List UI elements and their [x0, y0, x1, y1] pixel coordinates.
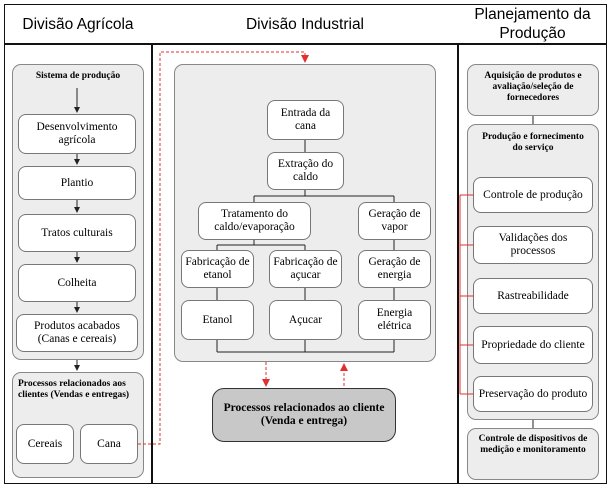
controle-dispositivos [467, 428, 599, 480]
header-planejamento: Planejamento da Produção [474, 6, 591, 42]
tratamento-caldo: Tratamento do caldo/evaporação [198, 202, 311, 240]
header-divisao-industrial: Divisão Industrial [245, 15, 365, 33]
header-divisao-agricola: Divisão Agrícola [22, 15, 134, 33]
geracao-energia: Geração de energia [358, 250, 431, 288]
processos-cliente-industrial: Processos relacionados ao cliente (Venda… [212, 388, 396, 442]
step-colheita: Colheita [18, 264, 136, 302]
step-desenvolvimento: Desenvolvimento agrícola [18, 114, 136, 154]
sistema-producao-title: Sistema de produção [35, 71, 121, 81]
controle-dispositivos-text: Controle de dispositivos de medição e mo… [478, 434, 588, 455]
column-planejamento [458, 44, 607, 484]
clientes-agricola-title: Processos relacionados aos clientes (Ven… [18, 379, 130, 400]
geracao-vapor: Geração de vapor [358, 202, 431, 240]
step-tratos-culturais: Tratos culturais [18, 214, 136, 252]
controle-producao: Controle de produção [473, 177, 593, 213]
fabricacao-acucar: Fabricação de açucar [269, 250, 342, 288]
cereais-box: Cereais [16, 424, 74, 464]
entrada-cana: Entrada da cana [267, 100, 344, 140]
preservacao-produto: Preservação do produto [473, 376, 593, 412]
etanol-box: Etanol [181, 300, 254, 340]
step-produtos-acabados: Produtos acabados (Canas e cereais) [16, 314, 138, 352]
step-plantio: Plantio [18, 166, 136, 200]
energia-eletrica-box: Energia elétrica [358, 300, 431, 340]
aquisicao-produtos [467, 64, 599, 116]
aquisicao-produtos-text: Aquisição de produtos e avaliação/seleçã… [484, 71, 582, 103]
extracao-caldo: Extração do caldo [267, 152, 344, 190]
fabricacao-etanol: Fabricação de etanol [181, 250, 254, 288]
header-row [4, 4, 607, 44]
panel-producao-servico [467, 124, 599, 420]
rastreabilidade: Rastreabilidade [473, 278, 593, 314]
acucar-box: Açucar [269, 300, 342, 340]
cana-box: Cana [80, 424, 138, 464]
producao-servico-title: Produção e fornecimento do serviço [482, 132, 584, 153]
propriedade-cliente: Propriedade do cliente [473, 326, 593, 364]
validacoes-processos: Validações dos processos [473, 226, 593, 264]
